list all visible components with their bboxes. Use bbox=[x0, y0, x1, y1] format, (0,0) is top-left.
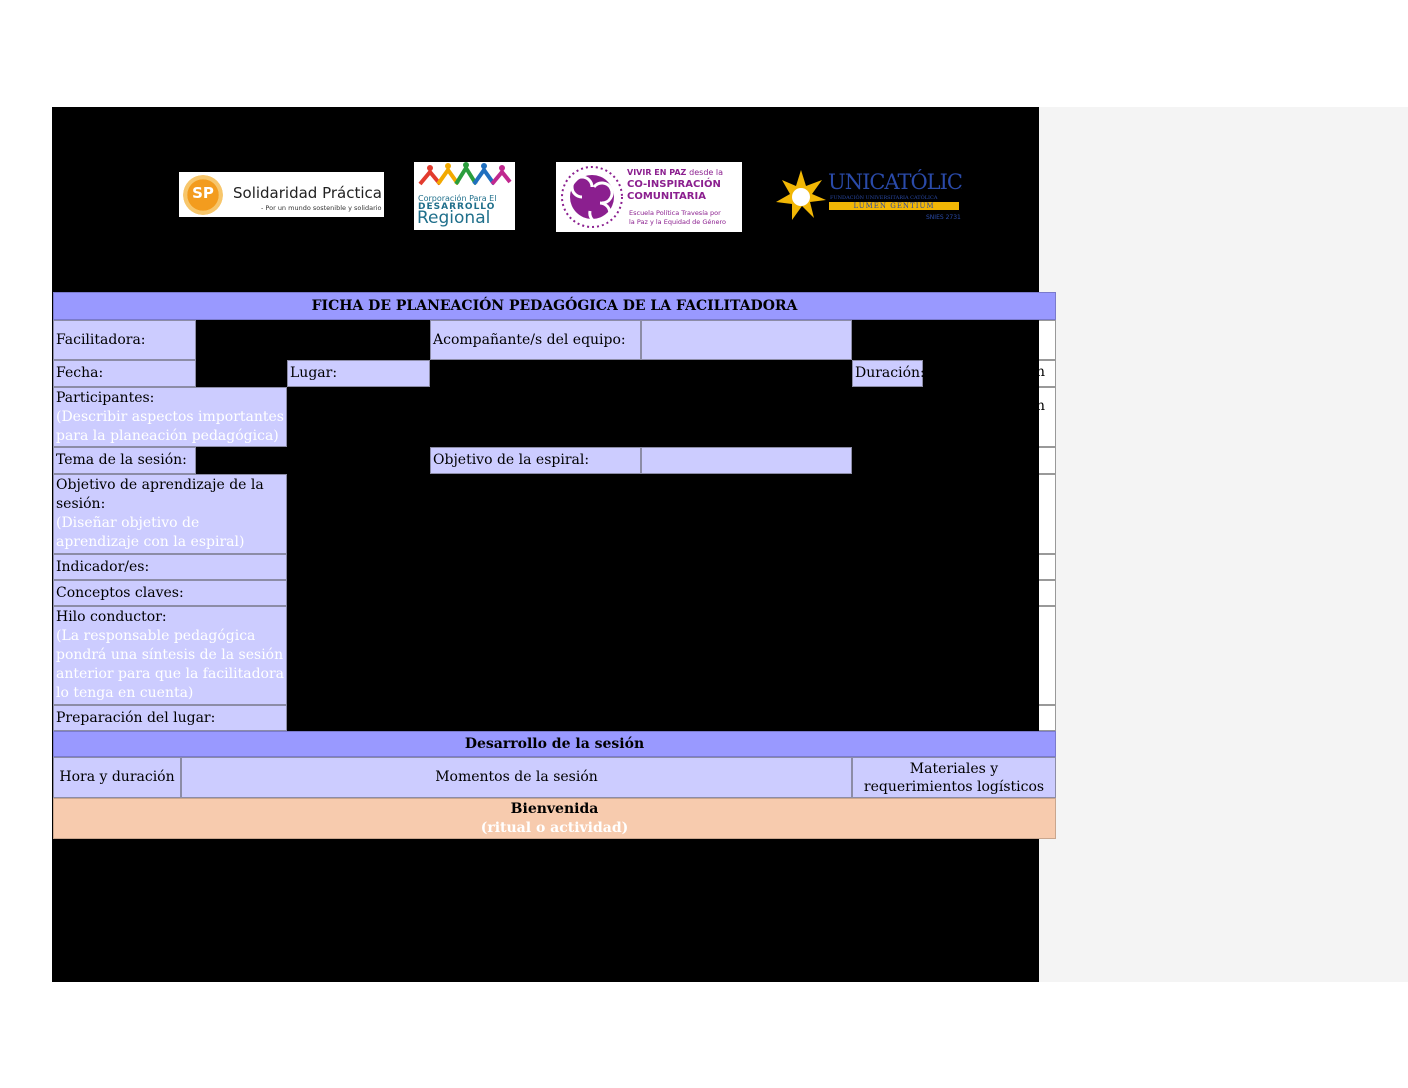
form-title: FICHA DE PLANEACIÓN PEDAGÓGICA DE LA FAC… bbox=[53, 292, 1056, 320]
uc-code: SNIES 2731 bbox=[926, 214, 961, 221]
vp-line1-main: VIVIR EN PAZ bbox=[627, 168, 687, 177]
bienvenida-hint: (ritual o actividad) bbox=[480, 820, 629, 836]
label-objetivo-espiral: Objetivo de la espiral: bbox=[430, 447, 641, 474]
bienvenida-row: Bienvenida (ritual o actividad) bbox=[53, 798, 1056, 839]
vp-line4: Escuela Política Travesía por bbox=[629, 209, 721, 217]
cdr-line1: Corporación Para El bbox=[418, 194, 497, 203]
objetivo-aprendizaje-hint: (Diseñar objetivo de aprendizaje con la … bbox=[56, 515, 245, 550]
label-conceptos: Conceptos claves: bbox=[53, 580, 287, 606]
label-fecha: Fecha: bbox=[53, 360, 196, 387]
acompanante-field[interactable] bbox=[641, 320, 852, 360]
star-icon bbox=[776, 170, 826, 220]
label-participantes: Participantes: (Describir aspectos impor… bbox=[53, 387, 287, 447]
label-facilitadora: Facilitadora: bbox=[53, 320, 196, 360]
label-indicadores: Indicador/es: bbox=[53, 554, 287, 580]
table-edge-row5 bbox=[1039, 474, 1056, 554]
table-edge-row4 bbox=[1039, 447, 1056, 474]
label-objetivo-aprendizaje: Objetivo de aprendizaje de la sesión: (D… bbox=[53, 474, 287, 554]
logo-solidaridad-practica: SP Solidaridad Práctica - Por un mundo s… bbox=[179, 172, 384, 217]
participantes-title: Participantes: bbox=[56, 390, 155, 406]
col-momentos: Momentos de la sesión bbox=[181, 757, 852, 798]
side-panel bbox=[1039, 107, 1408, 982]
cdr-line2: DESARROLLO bbox=[418, 202, 496, 212]
uc-sub: FUNDACIÓN UNIVERSITARIA CATÓLICA bbox=[830, 195, 938, 201]
logo-unicatolica: UNICATÓLICA FUNDACIÓN UNIVERSITARIA CATÓ… bbox=[774, 166, 962, 224]
table-edge-row8 bbox=[1039, 606, 1056, 705]
logo-vivir-en-paz: VIVIR EN PAZ desde la CO-INSPIRACIÓN COM… bbox=[556, 162, 742, 232]
table-edge-row2: n bbox=[1036, 360, 1056, 387]
label-duracion: Duración: bbox=[852, 360, 925, 387]
duracion-cut-text: n bbox=[1036, 364, 1046, 380]
objetivo-espiral-field[interactable] bbox=[641, 447, 852, 474]
session-title: Desarrollo de la sesión bbox=[53, 731, 1056, 757]
vp-line3: COMUNITARIA bbox=[627, 191, 706, 202]
vp-line5: la Paz y la Equidad de Género bbox=[629, 218, 727, 226]
label-acompanante: Acompañante/s del equipo: bbox=[430, 320, 641, 360]
cdr-line3: Regional bbox=[417, 208, 491, 228]
vp-line2: CO-INSPIRACIÓN bbox=[627, 179, 721, 190]
vp-line1-sub: desde la bbox=[689, 168, 723, 177]
label-lugar: Lugar: bbox=[287, 360, 430, 387]
sp-initials: SP bbox=[192, 184, 214, 202]
logo-desarrollo-regional: Corporación Para El DESARROLLO Regional bbox=[414, 162, 515, 230]
participantes-cut-text: n bbox=[1036, 398, 1046, 414]
table-edge-row9 bbox=[1039, 705, 1056, 731]
col-materiales: Materiales y requerimientos logísticos bbox=[852, 757, 1056, 798]
col-hora-duracion: Hora y duración bbox=[53, 757, 181, 798]
table-edge-row7 bbox=[1039, 580, 1056, 606]
sun-icon bbox=[183, 175, 223, 215]
table-edge-row1 bbox=[1039, 320, 1056, 360]
table-edge-row6 bbox=[1039, 554, 1056, 580]
triskelion-icon bbox=[561, 166, 623, 228]
people-icon bbox=[418, 162, 512, 186]
bienvenida-title: Bienvenida bbox=[510, 801, 599, 817]
hilo-hint: (La responsable pedagógica pondrá una sí… bbox=[56, 628, 285, 701]
label-hilo-conductor: Hilo conductor: (La responsable pedagógi… bbox=[53, 606, 287, 705]
table-edge-row3: n bbox=[1036, 387, 1056, 447]
sp-tagline: - Por un mundo sostenible y solidario bbox=[261, 204, 382, 212]
label-preparacion: Preparación del lugar: bbox=[53, 705, 287, 731]
sp-name: Solidaridad Práctica bbox=[233, 184, 382, 202]
label-tema: Tema de la sesión: bbox=[53, 447, 196, 474]
uc-name: UNICATÓLICA bbox=[828, 170, 962, 194]
objetivo-aprendizaje-title: Objetivo de aprendizaje de la sesión: bbox=[56, 477, 264, 512]
uc-motto: LUMEN GENTIUM bbox=[829, 202, 959, 210]
hilo-title: Hilo conductor: bbox=[56, 609, 167, 625]
vp-line1: VIVIR EN PAZ desde la bbox=[627, 168, 723, 177]
participantes-hint: (Describir aspectos importantes para la … bbox=[56, 409, 284, 444]
